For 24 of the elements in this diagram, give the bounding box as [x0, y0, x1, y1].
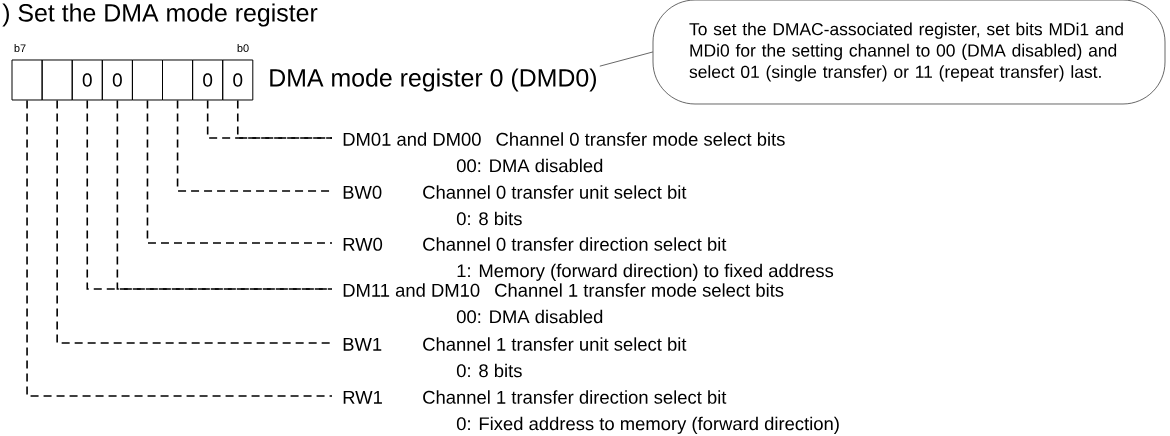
bit-description: BW1 Channel 1 transfer unit select bit 0: 8 bits: [343, 337, 687, 378]
bit-cell: [131, 59, 163, 101]
leader-line: [599, 51, 653, 67]
bit-number: b0: [237, 43, 249, 52]
bit-cell: 0: [192, 59, 224, 101]
dashed-connector: [56, 99, 333, 344]
dashed-connector: [146, 99, 333, 244]
bit-number: b7: [14, 43, 26, 52]
callout-bubble: To set the DMAC-associated register, set bits MDi1 and MDi0 for the setting channel to 00 (DMA disabled) and select 01 (single transfer) or 11 (repeat transfer) last.: [652, 0, 1166, 105]
bit-description: RW0 Channel 0 transfer direction select bit 1: Memory (forward direction) to fixed address: [343, 237, 834, 281]
bit-description: RW1 Channel 1 transfer direction select bit 0: Fixed address to memory (forward direction): [343, 390, 839, 434]
bit-description: BW0 Channel 0 transfer unit select bit 0: 8 bits: [343, 185, 687, 226]
bit-description: DM11 and DM10 Channel 1 transfer mode select bits 00: DMA disabled: [343, 283, 784, 324]
bit-description: DM01 and DM00 Channel 0 transfer mode select bits 00: DMA disabled: [343, 132, 785, 173]
bit-cell: 0: [222, 59, 254, 101]
title: ) Set the DMA mode register: [2, 3, 318, 27]
bit-cell: 0: [71, 59, 103, 101]
bit-cell: [162, 59, 194, 101]
dashed-connector: [26, 99, 333, 397]
dashed-connector: [206, 99, 333, 139]
register-name: DMA mode register 0 (DMD0): [270, 68, 596, 92]
bit-cell: [11, 59, 43, 101]
bit-cell: [41, 59, 73, 101]
bit-cell: 0: [101, 59, 133, 101]
